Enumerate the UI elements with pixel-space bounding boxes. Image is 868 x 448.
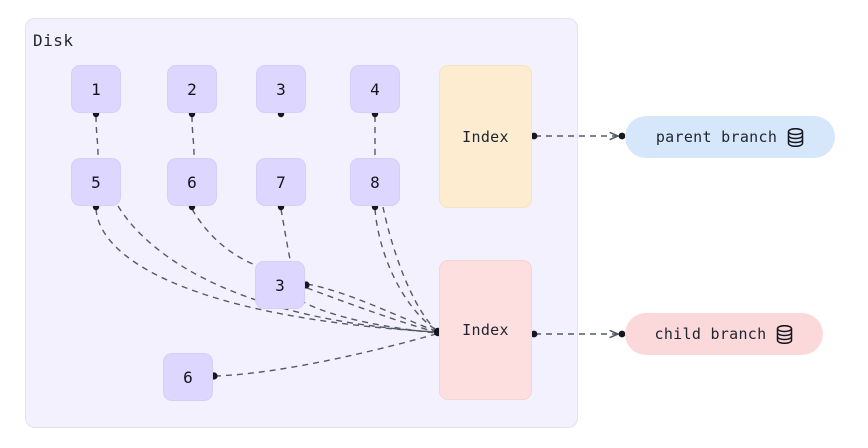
- node-box[interactable]: 5: [71, 158, 121, 206]
- index-box-parent[interactable]: Index: [439, 65, 532, 208]
- node-box[interactable]: 7: [256, 158, 306, 206]
- branch-pill-child[interactable]: child branch: [625, 313, 823, 355]
- node-box[interactable]: 1: [71, 65, 121, 113]
- node-box[interactable]: 4: [350, 65, 400, 113]
- node-box[interactable]: 2: [167, 65, 217, 113]
- index-box-child[interactable]: Index: [439, 260, 532, 400]
- node-box[interactable]: 3: [256, 65, 306, 113]
- node-box[interactable]: 3: [255, 261, 305, 309]
- disk-label: Disk: [33, 31, 74, 50]
- node-box[interactable]: 8: [350, 158, 400, 206]
- database-icon: [776, 324, 793, 344]
- node-box[interactable]: 6: [163, 353, 213, 401]
- branch-pill-parent[interactable]: parent branch: [625, 116, 835, 158]
- branch-child-label: child branch: [654, 325, 767, 343]
- database-icon: [787, 127, 804, 147]
- branch-parent-label: parent branch: [655, 128, 778, 146]
- node-box[interactable]: 6: [167, 158, 217, 206]
